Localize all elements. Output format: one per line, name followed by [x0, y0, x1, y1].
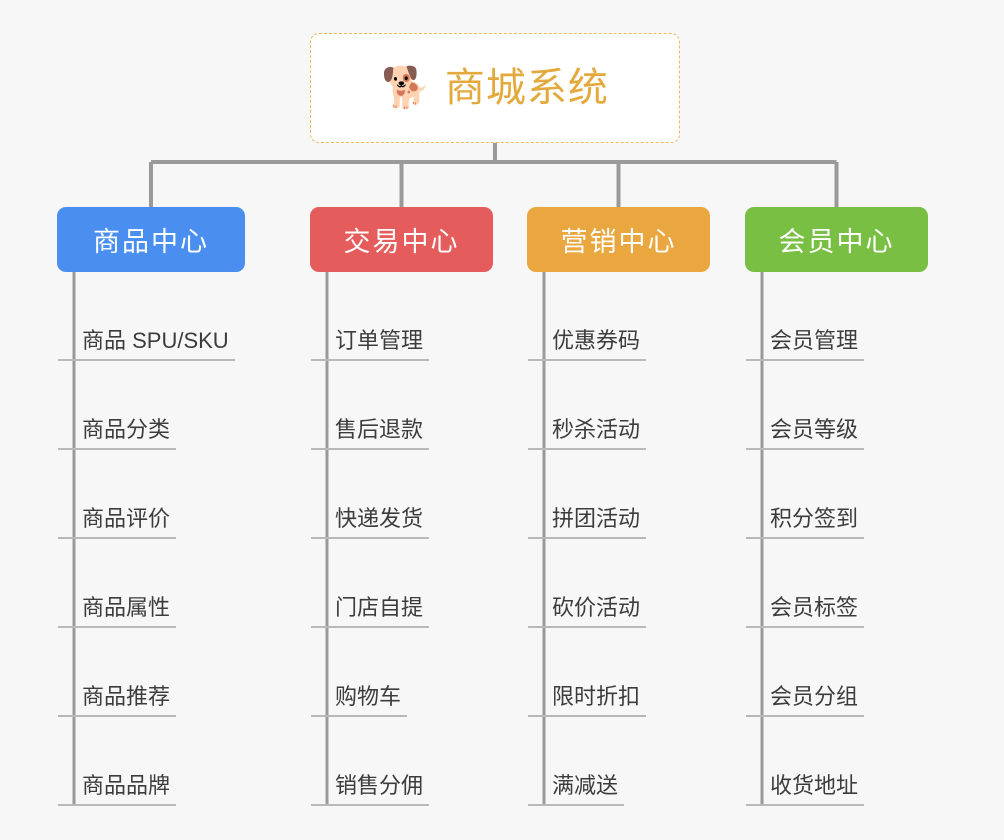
leaf-item[interactable]: 限时折扣: [527, 628, 710, 717]
leaf-item[interactable]: 砍价活动: [527, 539, 710, 628]
leaf-item[interactable]: 会员等级: [745, 361, 928, 450]
leaf-item[interactable]: 商品推荐: [57, 628, 245, 717]
leaf-item-label: 门店自提: [311, 595, 430, 628]
leaf-item[interactable]: 订单管理: [310, 272, 493, 361]
branch-column-trade-center: 交易中心订单管理售后退款快递发货门店自提购物车销售分佣: [310, 207, 493, 806]
branch-header-marketing-center[interactable]: 营销中心: [527, 207, 710, 272]
root-title: 商城系统: [444, 66, 609, 110]
leaf-item[interactable]: 收货地址: [745, 717, 928, 806]
leaf-item[interactable]: 秒杀活动: [527, 361, 710, 450]
leaf-item[interactable]: 商品 SPU/SKU: [57, 272, 245, 361]
leaf-item-label: 售后退款: [311, 417, 430, 450]
leaf-item-label: 限时折扣: [528, 684, 647, 717]
leaf-list-product-center: 商品 SPU/SKU 商品分类商品评价商品属性商品推荐商品品牌: [57, 272, 245, 806]
leaf-item-label: 商品属性: [58, 595, 177, 628]
leaf-item-label: 优惠券码: [528, 328, 647, 361]
leaf-item-label: 商品推荐: [58, 684, 177, 717]
leaf-item-label: 商品分类: [58, 417, 177, 450]
branch-header-product-center[interactable]: 商品中心: [57, 207, 245, 272]
leaf-item-label: 会员标签: [746, 595, 865, 628]
root-node[interactable]: 🐕 商城系统: [310, 33, 680, 143]
leaf-list-marketing-center: 优惠券码秒杀活动拼团活动砍价活动限时折扣满减送: [527, 272, 710, 806]
leaf-item-label: 订单管理: [311, 328, 430, 361]
leaf-item-label: 收货地址: [746, 773, 865, 806]
leaf-item[interactable]: 满减送: [527, 717, 710, 806]
leaf-item-label: 销售分佣: [311, 773, 430, 806]
leaf-item[interactable]: 会员管理: [745, 272, 928, 361]
leaf-item-label: 商品品牌: [58, 773, 177, 806]
leaf-item-label: 秒杀活动: [528, 417, 647, 450]
leaf-item-label: 积分签到: [746, 506, 865, 539]
branch-column-product-center: 商品中心商品 SPU/SKU 商品分类商品评价商品属性商品推荐商品品牌: [57, 207, 245, 806]
leaf-item[interactable]: 商品品牌: [57, 717, 245, 806]
leaf-item-label: 快递发货: [311, 506, 430, 539]
leaf-item[interactable]: 快递发货: [310, 450, 493, 539]
leaf-item-label: 砍价活动: [528, 595, 647, 628]
branch-column-member-center: 会员中心会员管理会员等级积分签到会员标签会员分组收货地址: [745, 207, 928, 806]
leaf-item[interactable]: 售后退款: [310, 361, 493, 450]
leaf-item-label: 会员管理: [746, 328, 865, 361]
leaf-item[interactable]: 会员标签: [745, 539, 928, 628]
leaf-item-label: 会员等级: [746, 417, 865, 450]
leaf-item-label: 拼团活动: [528, 506, 647, 539]
leaf-item[interactable]: 拼团活动: [527, 450, 710, 539]
leaf-list-member-center: 会员管理会员等级积分签到会员标签会员分组收货地址: [745, 272, 928, 806]
leaf-item-label: 商品评价: [58, 506, 177, 539]
leaf-item[interactable]: 商品评价: [57, 450, 245, 539]
leaf-item[interactable]: 门店自提: [310, 539, 493, 628]
branch-header-trade-center[interactable]: 交易中心: [310, 207, 493, 272]
leaf-item[interactable]: 销售分佣: [310, 717, 493, 806]
leaf-item[interactable]: 积分签到: [745, 450, 928, 539]
leaf-item-label: 商品 SPU/SKU: [58, 328, 235, 361]
leaf-list-trade-center: 订单管理售后退款快递发货门店自提购物车销售分佣: [310, 272, 493, 806]
leaf-item[interactable]: 购物车: [310, 628, 493, 717]
leaf-item[interactable]: 优惠券码: [527, 272, 710, 361]
shiba-dog-face-icon: 🐕: [381, 66, 431, 110]
leaf-item[interactable]: 会员分组: [745, 628, 928, 717]
leaf-item[interactable]: 商品分类: [57, 361, 245, 450]
leaf-item[interactable]: 商品属性: [57, 539, 245, 628]
root-node-content: 🐕 商城系统: [381, 68, 609, 108]
branch-header-member-center[interactable]: 会员中心: [745, 207, 928, 272]
leaf-item-label: 会员分组: [746, 684, 865, 717]
branch-column-marketing-center: 营销中心优惠券码秒杀活动拼团活动砍价活动限时折扣满减送: [527, 207, 710, 806]
leaf-item-label: 购物车: [311, 684, 408, 717]
leaf-item-label: 满减送: [528, 773, 625, 806]
